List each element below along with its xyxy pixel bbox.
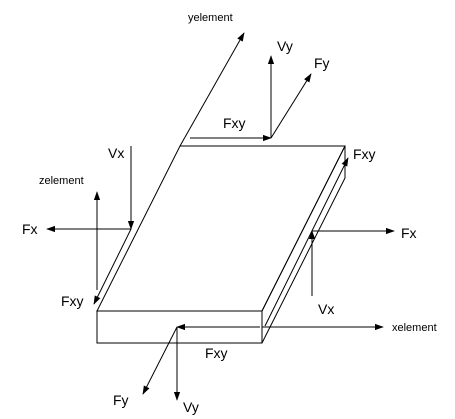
fy-bottom-label: Fy	[113, 392, 129, 408]
vy-top-label: Vy	[277, 38, 293, 54]
fxy-top-label: Fxy	[223, 115, 246, 131]
y-element-label: yelement	[188, 12, 233, 24]
fx-left-label: Fx	[22, 221, 38, 237]
fxy-left-label: Fxy	[61, 293, 84, 309]
vy-bottom-label: Vy	[183, 399, 199, 415]
plate-element	[96, 145, 346, 344]
fxy-bottom-label: Fxy	[205, 345, 228, 361]
fx-right-label: Fx	[401, 225, 417, 241]
plate-side-face	[261, 145, 346, 344]
force-labels: yelement Vy Fy Fxy Fxy Vx zelement Fx Fx…	[22, 12, 437, 415]
y-element-axis-arrow	[179, 32, 245, 147]
force-arrows	[46, 32, 395, 401]
fy-top-label: Fy	[314, 55, 330, 71]
vx-right-label: Vx	[318, 301, 334, 317]
plate-top-face	[96, 145, 346, 312]
x-element-label: xelement	[392, 322, 437, 334]
vx-left-label: Vx	[108, 145, 124, 161]
fxy-right-arrow	[264, 157, 349, 327]
fy-top-arrow	[270, 73, 312, 139]
z-element-label: zelement	[39, 175, 84, 187]
fxy-left-arrow	[93, 228, 132, 305]
fxy-right-label: Fxy	[353, 146, 376, 162]
fy-bottom-arrow	[142, 326, 178, 395]
